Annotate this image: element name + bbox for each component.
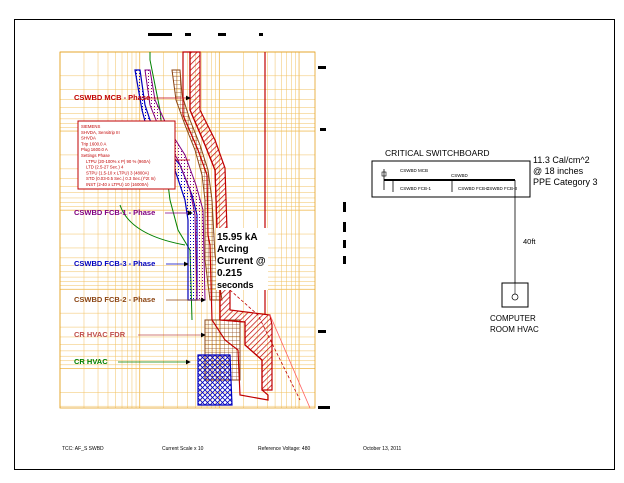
cr-hvac-label: CR HVAC <box>74 357 108 366</box>
cable-length: 40ft <box>523 237 536 246</box>
arc-current-value: 15.95 kA <box>217 232 258 243</box>
arc-flash-dashed-line <box>229 289 301 401</box>
cr-hvac-fdr-label: CR HVAC FDR <box>74 330 126 339</box>
oneline-fcb3-label: CSWBD FCB-3 <box>486 186 517 191</box>
arc-time-value: 0.215 <box>217 268 242 279</box>
arc-text-current: Current @ <box>217 256 266 267</box>
load-label-line2: ROOM HVAC <box>490 325 539 334</box>
arc-flash-line <box>269 314 311 409</box>
oneline-mcb-label: CSWBD MCB <box>400 168 428 173</box>
bus-label: CSWBD <box>451 173 469 178</box>
settings-line: LTPU (20-100% x P) 90 % (960A) <box>86 159 151 164</box>
footer-date: October 13, 2011 <box>363 446 401 452</box>
fcb3-label: CSWBD FCB-3 - Phase <box>74 259 155 268</box>
settings-line: INST (2-40 x LTPU) 10 (16000A) <box>86 182 149 187</box>
settings-line: Trip 1600.0 A <box>81 141 107 146</box>
settings-line: Plug 1600.0 A <box>81 147 108 152</box>
hvac-fdr-crosshatch <box>197 354 233 406</box>
arc-text-arcing: Arcing <box>217 244 249 255</box>
oneline-fcb2-label: CSWBD FCB-2 <box>458 186 489 191</box>
mcb-label: CSWBD MCB - Phase <box>74 93 150 102</box>
incident-energy: 11.3 Cal/cm^2 <box>533 155 590 165</box>
footer-current-scale: Current Scale x 10 <box>162 446 204 452</box>
footer-tcc-name: TCC: AF_S SWBD <box>62 446 104 452</box>
load-label-line1: COMPUTER <box>490 314 536 323</box>
fcb1-label: CSWBD FCB-1 - Phase <box>74 208 155 217</box>
ppe-category: PPE Category 3 <box>533 177 598 187</box>
mcb-band <box>189 51 273 391</box>
cr-hvac-curve-tail <box>119 204 186 246</box>
fcb2-label: CSWBD FCB-2 - Phase <box>74 295 155 304</box>
settings-box <box>77 120 176 190</box>
top-scale-ticks <box>148 33 263 36</box>
mcb-breaker-symbol <box>381 171 387 177</box>
settings-line: SIEMENS <box>81 124 100 129</box>
settings-line: SHVDA <box>81 136 96 141</box>
right-scale-ticks <box>318 66 346 409</box>
arc-text-seconds: seconds <box>217 280 254 290</box>
oneline-fcb1-label: CSWBD FCB-1 <box>400 186 431 191</box>
settings-line: STD (0.03-0.5 Sec.) 0.3 Sec.(I^2t In) <box>86 176 156 181</box>
footer-reference-voltage: Reference Voltage: 480 <box>258 446 310 452</box>
arc-annotation-bg <box>216 228 268 290</box>
settings-line: STPU (1.5-10 x LTPU) 3 (4800A) <box>86 170 150 175</box>
settings-line: Settings Phase <box>81 153 111 158</box>
settings-line: LTD (2.5-27 Sec.) 4 <box>86 165 124 170</box>
working-distance: @ 18 inches <box>533 166 584 176</box>
switchboard-title: CRITICAL SWITCHBOARD <box>385 148 490 158</box>
settings-line: SHVDA, Sensitrip III <box>81 130 120 135</box>
